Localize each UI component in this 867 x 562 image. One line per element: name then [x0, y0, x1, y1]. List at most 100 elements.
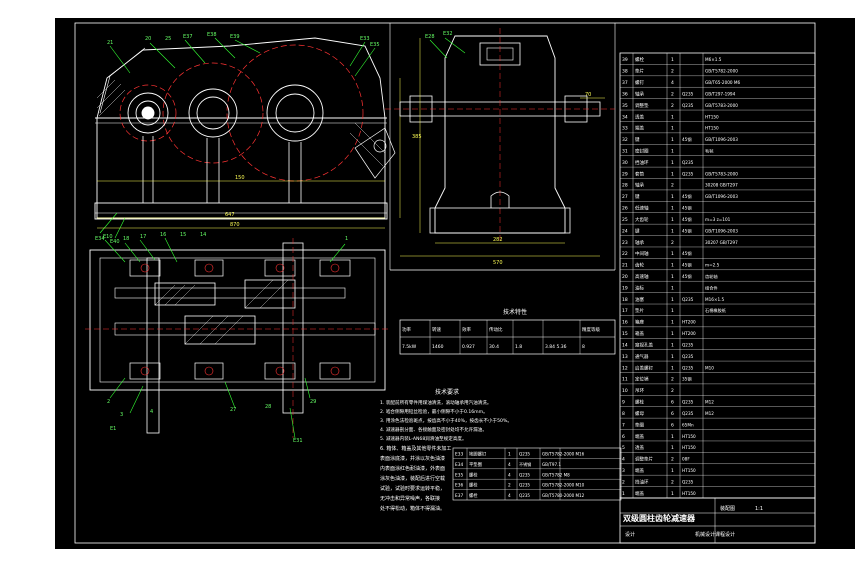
- bom-name: 大齿轮: [635, 216, 649, 223]
- bom-material: 45钢: [682, 193, 692, 200]
- bom-name: 透盖: [635, 113, 644, 120]
- bom-number: 22: [622, 251, 628, 257]
- bom-qty: 1: [671, 274, 674, 280]
- bom-qty: 6: [671, 411, 674, 417]
- bom-note: m=3 z=101: [705, 217, 731, 222]
- lower-bom-number: E34: [455, 462, 463, 468]
- spec-value: 7.5kW: [402, 344, 417, 350]
- bom-name: 垫圈: [635, 421, 644, 428]
- spec-value: 0.927: [462, 344, 475, 350]
- bom-name: 轴承: [635, 239, 644, 246]
- bom-name: 螺钉: [635, 79, 644, 86]
- top-casing: [89, 249, 386, 391]
- bom-number: 11: [622, 377, 628, 383]
- bom-material: Q235: [682, 342, 694, 347]
- title-block: 双级圆柱齿轮减速器 装配图 1:1 机械设计课程设计 设计: [619, 497, 816, 544]
- dim-front-len: 647: [225, 212, 235, 218]
- bom-qty: 2: [671, 103, 674, 109]
- spec-value: 1460: [432, 344, 444, 350]
- bom-number: 25: [622, 217, 628, 223]
- bom-qty: 1: [671, 297, 674, 303]
- bom-material: 35钢: [682, 376, 692, 383]
- designer-row: 设计: [625, 531, 635, 538]
- tech-req-line: 3. 用涂色法检验斑点，按齿高不小于40%，按齿长不小于50%。: [380, 417, 512, 424]
- bom-number: 13: [622, 354, 628, 360]
- lower-bom-name: 螺栓: [469, 471, 478, 478]
- svg-text:15: 15: [180, 232, 186, 238]
- bom-qty: 2: [671, 388, 674, 394]
- bom-name: 通气器: [635, 353, 649, 360]
- bom-material: Q235: [682, 91, 694, 96]
- bom-material: 45钢: [682, 250, 692, 257]
- bom-name: 端盖: [635, 433, 644, 440]
- svg-text:E40: E40: [110, 239, 120, 245]
- bom-material: Q235: [682, 160, 694, 165]
- tech-req-line: 5. 减速器内装L-AN68润滑油至规定高度。: [380, 435, 467, 442]
- svg-text:E33: E33: [360, 36, 370, 42]
- tech-req-extra-line: 内表面涂红色耐油漆，外表面: [380, 465, 445, 472]
- bom-number: 30: [622, 160, 628, 166]
- svg-text:28: 28: [265, 404, 271, 410]
- bom-note: M12: [705, 400, 714, 405]
- lower-bom-name: 螺栓: [469, 482, 478, 489]
- bom-qty: 1: [671, 365, 674, 371]
- bom-note: M12: [705, 411, 714, 416]
- bom-material: Q235: [682, 411, 694, 416]
- svg-text:E10: E10: [103, 234, 113, 240]
- lower-bom-note: GB/T5782-2000 M16: [542, 451, 585, 456]
- bom-number: 20: [622, 274, 628, 280]
- bom-name: 箱盖: [635, 330, 644, 337]
- bom-note: 齿轮轴: [705, 273, 718, 280]
- tech-req-line: 1. 装配前所有零件用煤油清洗，滚动轴承用汽油清洗。: [380, 399, 492, 406]
- bom-number: 37: [622, 80, 628, 86]
- bom-material: 45钢: [682, 262, 692, 269]
- svg-text:E1: E1: [110, 426, 116, 432]
- tech-req-line: 4. 减速器剖分面、各接触面及密封处均不允许漏油。: [380, 426, 487, 433]
- bom-material: Q235: [682, 297, 694, 302]
- tech-req-extra-line: 试验，试验时要求运转平稳，: [380, 485, 445, 492]
- bom-name: 调整垫片: [635, 456, 653, 463]
- svg-text:E35: E35: [370, 42, 380, 48]
- svg-text:17: 17: [140, 234, 146, 240]
- bom-qty: 6: [671, 400, 674, 406]
- lower-bom-qty: 4: [508, 462, 511, 468]
- bom-name: 键: [635, 193, 640, 200]
- bom-name: 端盖: [635, 467, 644, 474]
- bom-name: 定位销: [635, 376, 649, 383]
- bom-note: GB/T1096-2003: [705, 194, 738, 199]
- bom-material: Q235: [682, 479, 694, 484]
- bom-note: 组合件: [705, 284, 718, 291]
- bom-name: 箱座: [635, 319, 644, 326]
- tech-req-title: 技术要求: [435, 388, 459, 396]
- bom-name: 窥视孔盖: [635, 341, 653, 348]
- svg-text:25: 25: [165, 36, 171, 42]
- bom-name: 高速轴: [635, 273, 649, 280]
- svg-text:2: 2: [107, 399, 110, 405]
- bom-number: 38: [622, 69, 628, 75]
- svg-text:14: 14: [200, 232, 206, 238]
- lower-bom-number: E36: [455, 483, 463, 489]
- bom-name: 透盖: [635, 444, 644, 451]
- bom-qty: 1: [671, 331, 674, 337]
- bom-material: 45钢: [682, 205, 692, 212]
- bom-name: 挡油环: [635, 478, 649, 485]
- bom-qty: 1: [671, 217, 674, 223]
- bom-name: 螺栓: [635, 56, 644, 63]
- bom-material: HT150: [682, 468, 696, 473]
- casing-lid-outline: [96, 37, 386, 219]
- tech-req-extra-line: 表面涂底漆，并涂以灰色油漆: [380, 455, 445, 462]
- bom-qty: 1: [671, 160, 674, 166]
- bom-number: 4: [622, 457, 625, 463]
- bom-number: 34: [622, 114, 628, 120]
- bom-name: 齿轮: [635, 262, 644, 269]
- bom-material: 45钢: [682, 227, 692, 234]
- spec-header: 转速: [432, 326, 441, 333]
- bom-number: 28: [622, 183, 628, 189]
- lower-bom-material: Q235: [519, 483, 530, 488]
- bom-name: 调整垫: [635, 102, 649, 109]
- drawing-label: 装配图: [720, 505, 735, 512]
- svg-text:E34: E34: [95, 236, 105, 242]
